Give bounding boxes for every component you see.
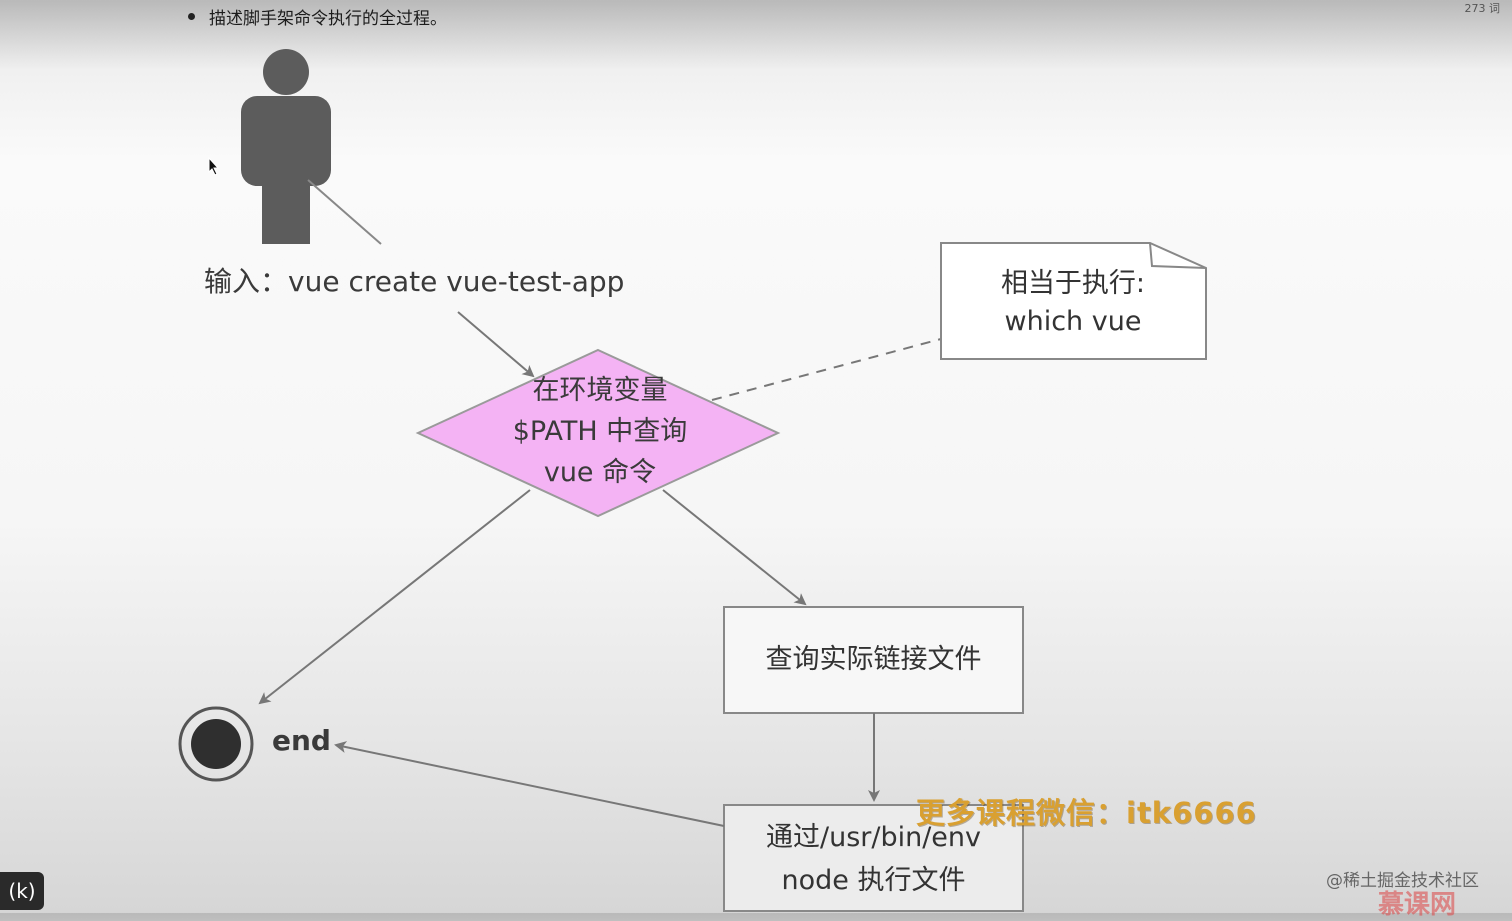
bullet-dot [188, 13, 195, 20]
decision-line: $PATH 中查询 [512, 416, 688, 447]
box2-line: 通过/usr/bin/env [765, 822, 982, 853]
decision-line: 在环境变量 [532, 375, 668, 406]
actor-link-line [307, 179, 382, 245]
arrow-box2-to-end [334, 741, 725, 827]
box-query-link-file [723, 606, 1024, 714]
user-actor-icon [241, 49, 331, 244]
end-node-ring [178, 706, 254, 782]
note-fold [1149, 242, 1207, 269]
k-badge[interactable]: (k) [0, 872, 44, 910]
note-text: 相当于执行: which vue [942, 265, 1204, 341]
arrow-diamond-to-end [258, 489, 531, 705]
arrow-diamond-to-box1 [662, 489, 807, 606]
dashed-note-link [711, 338, 942, 401]
decision-diamond [415, 348, 781, 518]
word-count: 273 词 [1464, 2, 1501, 15]
decision-line: vue 命令 [543, 457, 657, 488]
box1-text: 查询实际链接文件 [765, 644, 982, 675]
decision-text: 在环境变量 $PATH 中查询 vue 命令 [470, 370, 730, 493]
mouse-cursor-icon [208, 157, 220, 176]
box2-line: node 执行文件 [781, 865, 966, 896]
input-command-label: 输入：vue create vue-test-app [204, 265, 625, 298]
site-logo: 慕课网 [1378, 890, 1457, 920]
end-label: end [272, 724, 331, 757]
note-line: which vue [1004, 306, 1142, 337]
community-watermark: @稀土掘金技术社区 [1326, 871, 1479, 891]
end-node-dot [191, 719, 241, 769]
bullet-text: 描述脚手架命令执行的全过程。 [209, 9, 447, 29]
box2-text: 通过/usr/bin/env node 执行文件 [724, 816, 1023, 902]
box-execute-file [723, 804, 1024, 912]
note-box [940, 242, 1207, 360]
arrow-input-to-diamond [457, 311, 535, 378]
bullet-item: 描述脚手架命令执行的全过程。 [188, 4, 447, 29]
note-line: 相当于执行: [1000, 268, 1146, 299]
wechat-watermark: 更多课程微信：itk6666 [916, 796, 1257, 830]
